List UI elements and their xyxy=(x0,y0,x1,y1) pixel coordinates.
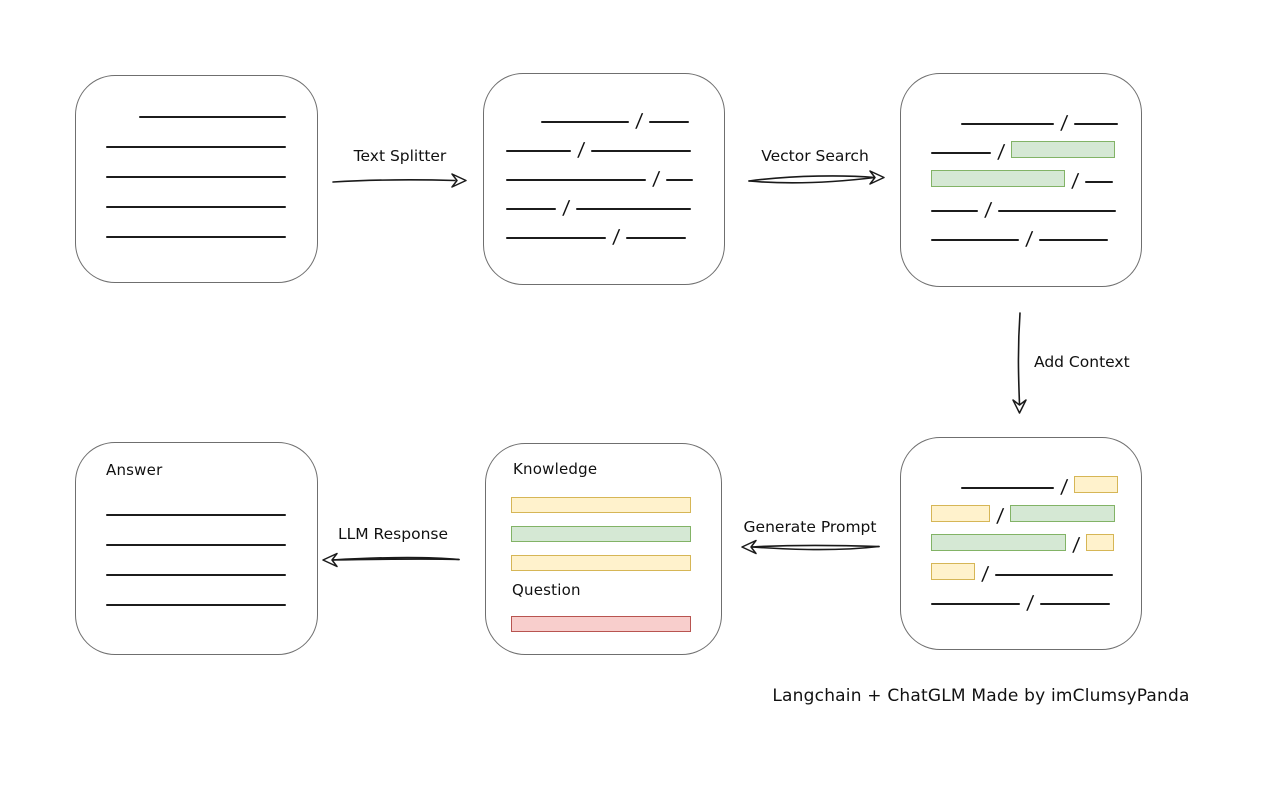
document-node xyxy=(75,75,318,283)
text-line xyxy=(106,206,286,208)
text-line xyxy=(931,152,991,154)
text-line xyxy=(931,603,1020,605)
text-line xyxy=(106,604,286,606)
yellow-chunk xyxy=(931,505,990,522)
knowledge-label: Knowledge xyxy=(513,460,598,478)
slash-separator: / xyxy=(611,226,621,248)
yellow-chunk xyxy=(1086,534,1115,551)
chunk-row xyxy=(106,121,317,151)
text-line xyxy=(506,208,556,210)
generate-prompt-arrow xyxy=(741,539,880,555)
chunk-row: / xyxy=(931,550,1141,585)
chunk-row: / xyxy=(931,128,1141,163)
vector-search-arrow xyxy=(748,170,885,185)
chunk-row xyxy=(106,519,317,549)
question-bar xyxy=(511,616,691,632)
matched-chunks-lines: ///// xyxy=(901,74,1141,250)
text-line xyxy=(1039,239,1109,241)
chunk-row: / xyxy=(931,521,1141,556)
text-line xyxy=(106,146,286,148)
split-chunks-node: ///// xyxy=(483,73,725,285)
answer-node: Answer xyxy=(75,442,318,655)
text-line xyxy=(506,179,646,181)
context-chunks-node: ///// xyxy=(900,437,1142,650)
green-knowledge-bar xyxy=(511,526,691,542)
green-chunk xyxy=(1011,141,1116,158)
text-splitter-arrow xyxy=(332,173,467,188)
text-line xyxy=(931,239,1019,241)
answer-label: Answer xyxy=(106,461,163,479)
yellow-knowledge-bar xyxy=(511,555,691,571)
slash-separator: / xyxy=(1025,592,1035,614)
llm-response-label: LLM Response xyxy=(337,525,448,543)
slash-separator: / xyxy=(1024,228,1034,250)
chunk-row xyxy=(106,91,317,121)
text-line xyxy=(626,237,687,239)
chunk-row: / xyxy=(506,126,724,161)
yellow-chunk xyxy=(931,563,975,580)
text-line xyxy=(506,150,571,152)
text-line xyxy=(576,208,692,210)
chunk-row: / xyxy=(506,155,724,190)
text-line xyxy=(649,121,690,123)
question-label: Question xyxy=(512,581,581,599)
text-line xyxy=(1085,181,1114,183)
yellow-knowledge-bar xyxy=(511,497,691,513)
text-line xyxy=(1074,123,1119,125)
green-chunk xyxy=(931,534,1066,551)
chunk-row: / xyxy=(931,215,1141,250)
text-line xyxy=(591,150,692,152)
context-chunks-lines: ///// xyxy=(901,438,1141,614)
chunk-row: / xyxy=(506,184,724,219)
chunk-row: / xyxy=(931,186,1141,221)
text-line xyxy=(106,574,286,576)
chunk-row: / xyxy=(931,492,1141,527)
knowledge-bars xyxy=(511,497,691,571)
text-line xyxy=(1040,603,1111,605)
add-context-arrow xyxy=(1012,312,1027,414)
green-chunk xyxy=(1010,505,1116,522)
matched-chunks-node: ///// xyxy=(900,73,1142,287)
chunk-row xyxy=(106,211,317,241)
text-line xyxy=(106,514,286,516)
text-line xyxy=(541,121,629,123)
chunk-row: / xyxy=(931,579,1141,614)
chunk-row: / xyxy=(506,97,724,132)
text-line xyxy=(106,236,286,238)
generate-prompt-label: Generate Prompt xyxy=(743,518,877,536)
text-line xyxy=(931,210,978,212)
text-line xyxy=(995,574,1114,576)
text-line xyxy=(998,210,1117,212)
chunk-row: / xyxy=(931,99,1141,134)
chunk-row xyxy=(106,579,317,609)
document-lines xyxy=(76,76,317,241)
chunk-row xyxy=(106,549,317,579)
llm-response-arrow xyxy=(322,552,460,568)
answer-lines xyxy=(76,443,317,609)
text-line xyxy=(106,544,286,546)
prompt-node: Knowledge Question xyxy=(485,443,722,655)
text-line xyxy=(106,176,286,178)
text-splitter-label: Text Splitter xyxy=(353,147,447,165)
text-line xyxy=(666,179,694,181)
chunk-row xyxy=(106,151,317,181)
text-line xyxy=(139,116,286,118)
green-chunk xyxy=(931,170,1065,187)
credit-caption: Langchain + ChatGLM Made by imClumsyPand… xyxy=(772,686,1190,706)
add-context-label: Add Context xyxy=(1034,353,1130,371)
chunk-row xyxy=(106,489,317,519)
text-line xyxy=(506,237,606,239)
yellow-chunk xyxy=(1074,476,1119,493)
vector-search-label: Vector Search xyxy=(761,147,869,165)
chunk-row: / xyxy=(931,157,1141,192)
text-line xyxy=(961,487,1054,489)
split-chunks-lines: ///// xyxy=(484,74,724,248)
text-line xyxy=(961,123,1054,125)
chunk-row xyxy=(106,181,317,211)
chunk-row: / xyxy=(506,213,724,248)
chunk-row: / xyxy=(931,463,1141,498)
